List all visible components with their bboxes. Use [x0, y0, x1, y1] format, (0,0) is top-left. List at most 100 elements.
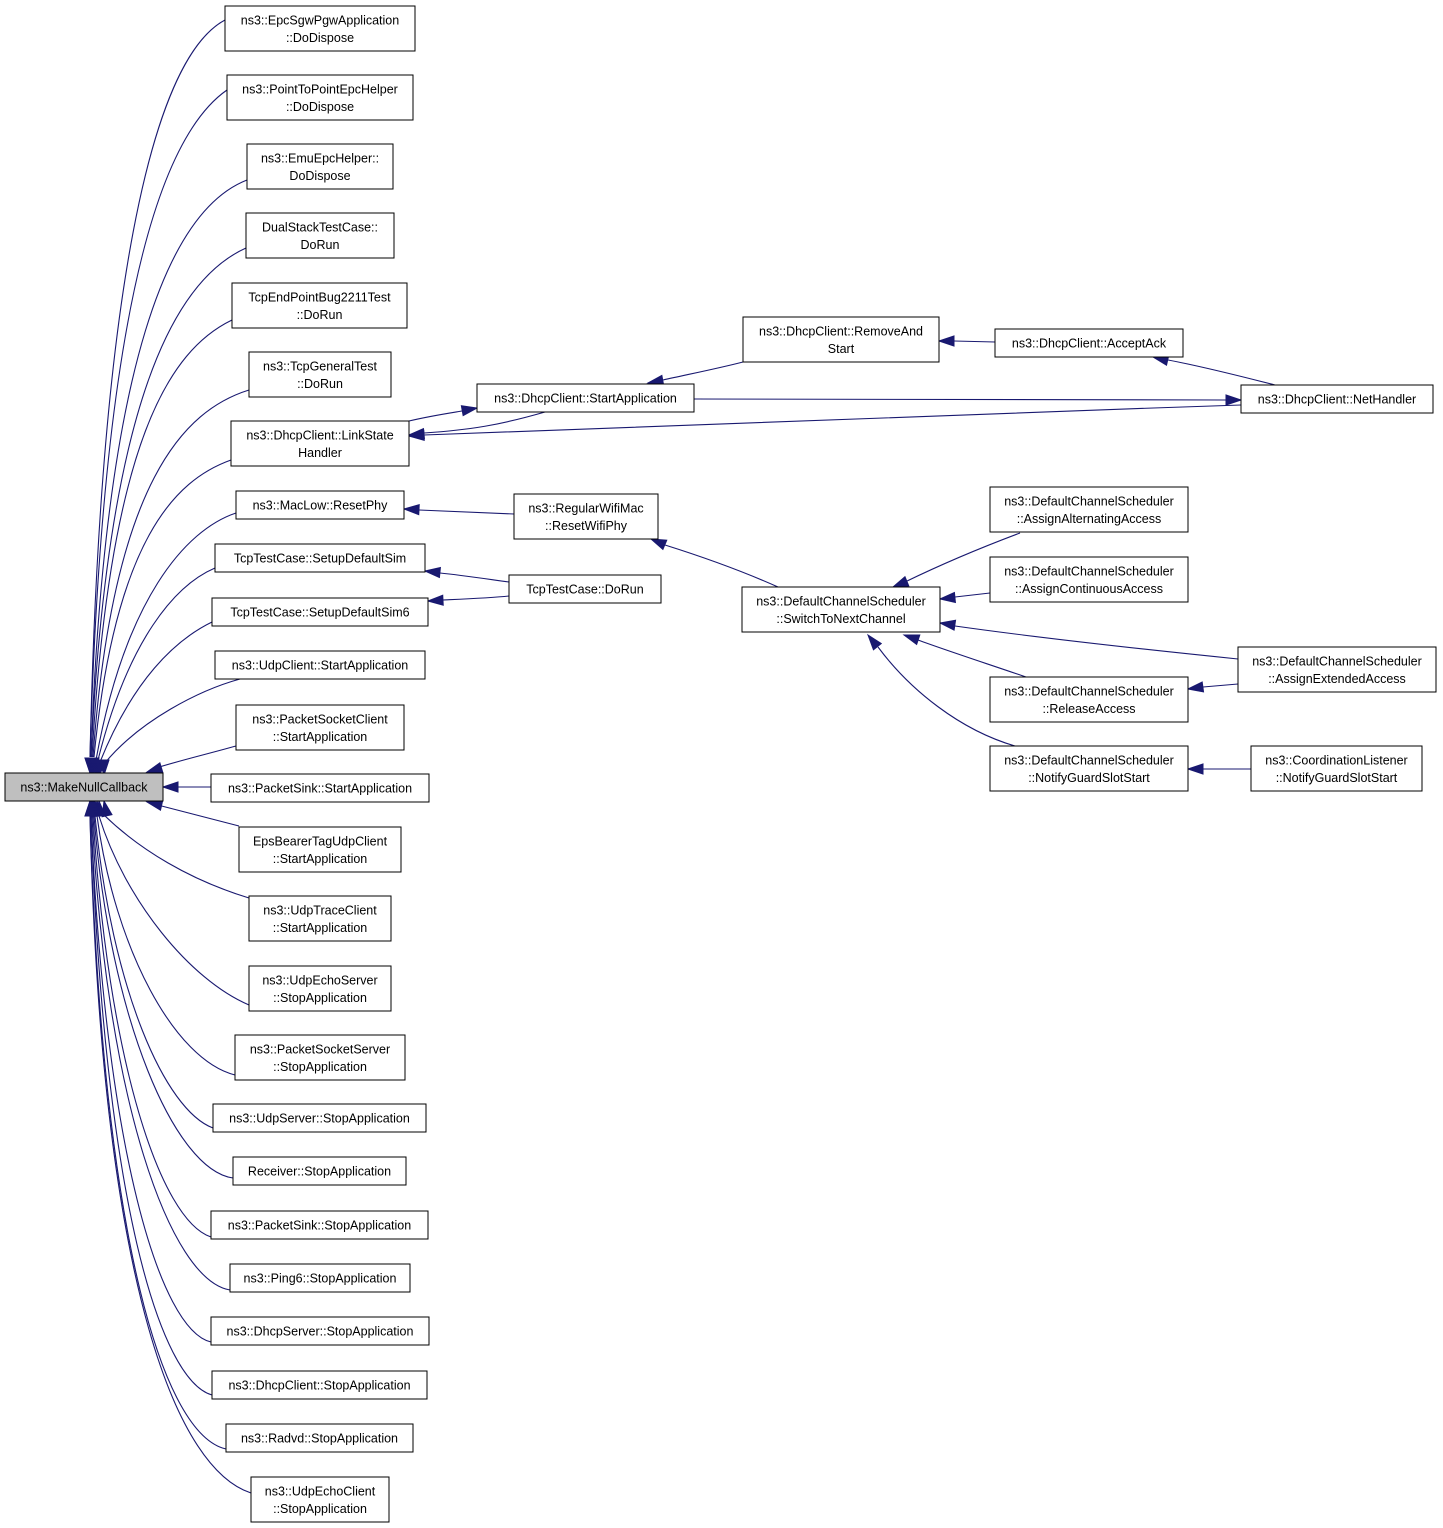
- node-label: ns3::DhcpClient::AcceptAck: [1012, 337, 1167, 351]
- node-radvd-stop[interactable]: ns3::Radvd::StopApplication: [225, 1423, 414, 1453]
- edge-udpclient-line: [103, 678, 241, 765]
- node-box: [994, 328, 1184, 358]
- edge-udpechoclient: [84, 799, 252, 1494]
- node-packetsocketclient-start[interactable]: ns3::PacketSocketClient::StartApplicatio…: [235, 704, 405, 751]
- node-dhcpclient-stop[interactable]: ns3::DhcpClient::StopApplication: [211, 1370, 428, 1400]
- edge-udpserver-line: [94, 815, 214, 1129]
- edge-nethandler-startapp-arrowhead: [1225, 394, 1243, 406]
- node-label: ns3::DhcpClient::NetHandler: [1258, 393, 1416, 407]
- node-epsbearer-start[interactable]: EpsBearerTagUdpClient::StartApplication: [238, 826, 402, 873]
- node-p2p-epc[interactable]: ns3::PointToPointEpcHelper::DoDispose: [226, 74, 414, 121]
- node-label: ns3::PacketSink::StartApplication: [228, 782, 412, 796]
- node-dcs-extended[interactable]: ns3::DefaultChannelScheduler::AssignExte…: [1237, 646, 1437, 693]
- node-label: ::StopApplication: [273, 1060, 367, 1074]
- edge-tcp_endpoint: [86, 319, 233, 775]
- node-label: DoDispose: [289, 169, 350, 183]
- edge-acceptack-removeandstart-line: [953, 340, 996, 343]
- node-packetsocketserver-stop[interactable]: ns3::PacketSocketServer::StopApplication: [234, 1034, 406, 1081]
- node-maclow-resetphy[interactable]: ns3::MacLow::ResetPhy: [235, 490, 405, 520]
- node-box: [742, 316, 940, 363]
- node-udpserver-stop[interactable]: ns3::UdpServer::StopApplication: [212, 1103, 427, 1133]
- node-label: ns3::DefaultChannelScheduler: [1004, 684, 1174, 698]
- edge-switch-regularwifimac-line: [664, 544, 779, 588]
- edge-tcpdorun-setup: [423, 566, 510, 583]
- node-udpechoclient-stop[interactable]: ns3::UdpEchoClient::StopApplication: [250, 1476, 390, 1523]
- node-label: ::NotifyGuardSlotStart: [1276, 771, 1398, 785]
- node-root[interactable]: ns3::MakeNullCallback: [4, 772, 164, 802]
- edge-extended-release-line: [1202, 683, 1239, 688]
- node-label: ns3::DhcpServer::StopApplication: [227, 1325, 414, 1339]
- node-tcp-endpoint[interactable]: TcpEndPointBug2211Test::DoRun: [231, 282, 408, 329]
- edge-udptrace-line: [103, 814, 250, 899]
- node-dcs-continuous[interactable]: ns3::DefaultChannelScheduler::AssignCont…: [989, 556, 1189, 603]
- node-tcp-setup[interactable]: TcpTestCase::SetupDefaultSim: [214, 543, 426, 573]
- node-label: ns3::DefaultChannelScheduler: [1004, 753, 1174, 767]
- node-dhcpserver-stop[interactable]: ns3::DhcpServer::StopApplication: [210, 1316, 430, 1346]
- node-box: [248, 351, 392, 398]
- node-epc-sgw[interactable]: ns3::EpcSgwPgwApplication::DoDispose: [224, 5, 416, 52]
- node-box: [741, 586, 941, 633]
- edge-radvd-line: [89, 815, 227, 1450]
- node-dcs-guardslot[interactable]: ns3::DefaultChannelScheduler::NotifyGuar…: [989, 745, 1189, 792]
- node-label: ns3::PacketSocketClient: [252, 712, 388, 726]
- edge-tcp_setup-line: [97, 567, 216, 761]
- node-tcp-setup6[interactable]: TcpTestCase::SetupDefaultSim6: [211, 597, 429, 627]
- node-label: TcpTestCase::DoRun: [526, 583, 643, 597]
- edge-maclow-line: [95, 512, 237, 761]
- node-tcptestcase-dorun[interactable]: TcpTestCase::DoRun: [508, 574, 662, 604]
- node-label: TcpEndPointBug2211Test: [248, 290, 391, 304]
- node-udptrace-start[interactable]: ns3::UdpTraceClient::StartApplication: [248, 895, 392, 942]
- node-udpclient-start[interactable]: ns3::UdpClient::StartApplication: [214, 650, 426, 680]
- node-dhcp-acceptack[interactable]: ns3::DhcpClient::AcceptAck: [994, 328, 1184, 358]
- node-dual-stack[interactable]: DualStackTestCase::DoRun: [245, 212, 395, 259]
- node-box: [1250, 745, 1423, 792]
- node-packetsink-stop[interactable]: ns3::PacketSink::StopApplication: [210, 1210, 429, 1240]
- edge-dhcpclient_stop-line: [90, 815, 213, 1396]
- edge-epsbearer-arrowhead: [145, 799, 164, 812]
- node-label: ::ReleaseAccess: [1042, 702, 1135, 716]
- node-label: ::StopApplication: [273, 1502, 367, 1516]
- edge-epsbearer-line: [149, 802, 240, 827]
- node-coordination-guardslot[interactable]: ns3::CoordinationListener::NotifyGuardSl…: [1250, 745, 1423, 792]
- node-box: [210, 773, 430, 803]
- edge-udpechoclient-line: [89, 815, 252, 1494]
- node-label: Receiver::StopApplication: [248, 1165, 391, 1179]
- node-dhcp-nethandler[interactable]: ns3::DhcpClient::NetHandler: [1240, 384, 1434, 414]
- edge-nethandler-linkstate-arrowhead: [407, 429, 425, 441]
- edge-tcp_setup: [92, 567, 216, 777]
- node-dcs-switch[interactable]: ns3::DefaultChannelScheduler::SwitchToNe…: [741, 586, 941, 633]
- node-label: ns3::DhcpClient::RemoveAnd: [759, 324, 923, 338]
- node-box: [250, 1476, 390, 1523]
- node-dhcp-startapp[interactable]: ns3::DhcpClient::StartApplication: [476, 383, 695, 413]
- edge-switch-regularwifimac: [649, 538, 779, 588]
- node-tcp-general[interactable]: ns3::TcpGeneralTest::DoRun: [248, 351, 392, 398]
- node-ping6-stop[interactable]: ns3::Ping6::StopApplication: [229, 1263, 411, 1293]
- edge-alternating-switch: [891, 532, 1021, 588]
- node-dcs-alternating[interactable]: ns3::DefaultChannelScheduler::AssignAlte…: [989, 486, 1189, 533]
- node-emu-epc[interactable]: ns3::EmuEpcHelper::DoDispose: [246, 143, 394, 190]
- edge-dhcp_linkstate-line: [93, 459, 232, 758]
- edge-udpclient-arrowhead: [98, 759, 110, 777]
- node-dcs-release[interactable]: ns3::DefaultChannelScheduler::ReleaseAcc…: [989, 676, 1189, 723]
- node-label: ns3::UdpTraceClient: [263, 903, 377, 917]
- edge-nethandler-startapp: [693, 394, 1243, 406]
- node-label: ns3::PointToPointEpcHelper: [242, 82, 398, 96]
- node-box: [513, 493, 659, 540]
- edge-removeandstart-startapp-line: [662, 361, 744, 381]
- node-receiver-stop[interactable]: Receiver::StopApplication: [232, 1156, 407, 1186]
- edge-packetsink_start-arrowhead: [161, 781, 179, 793]
- node-box: [211, 1370, 428, 1400]
- node-packetsink-start[interactable]: ns3::PacketSink::StartApplication: [210, 773, 430, 803]
- node-label: ::AssignContinuousAccess: [1015, 582, 1163, 596]
- edge-startapp-linkstate-arrowhead: [460, 405, 479, 417]
- node-box: [235, 490, 405, 520]
- node-label: ::DoRun: [297, 377, 343, 391]
- node-box: [234, 1034, 406, 1081]
- edge-epc_sgw-line: [89, 19, 226, 758]
- edge-udptrace: [101, 799, 250, 899]
- node-regularwifimac[interactable]: ns3::RegularWifiMac::ResetWifiPhy: [513, 493, 659, 540]
- node-udpechoserver-stop[interactable]: ns3::UdpEchoServer::StopApplication: [248, 965, 392, 1012]
- edge-dhcpserver-line: [90, 815, 212, 1343]
